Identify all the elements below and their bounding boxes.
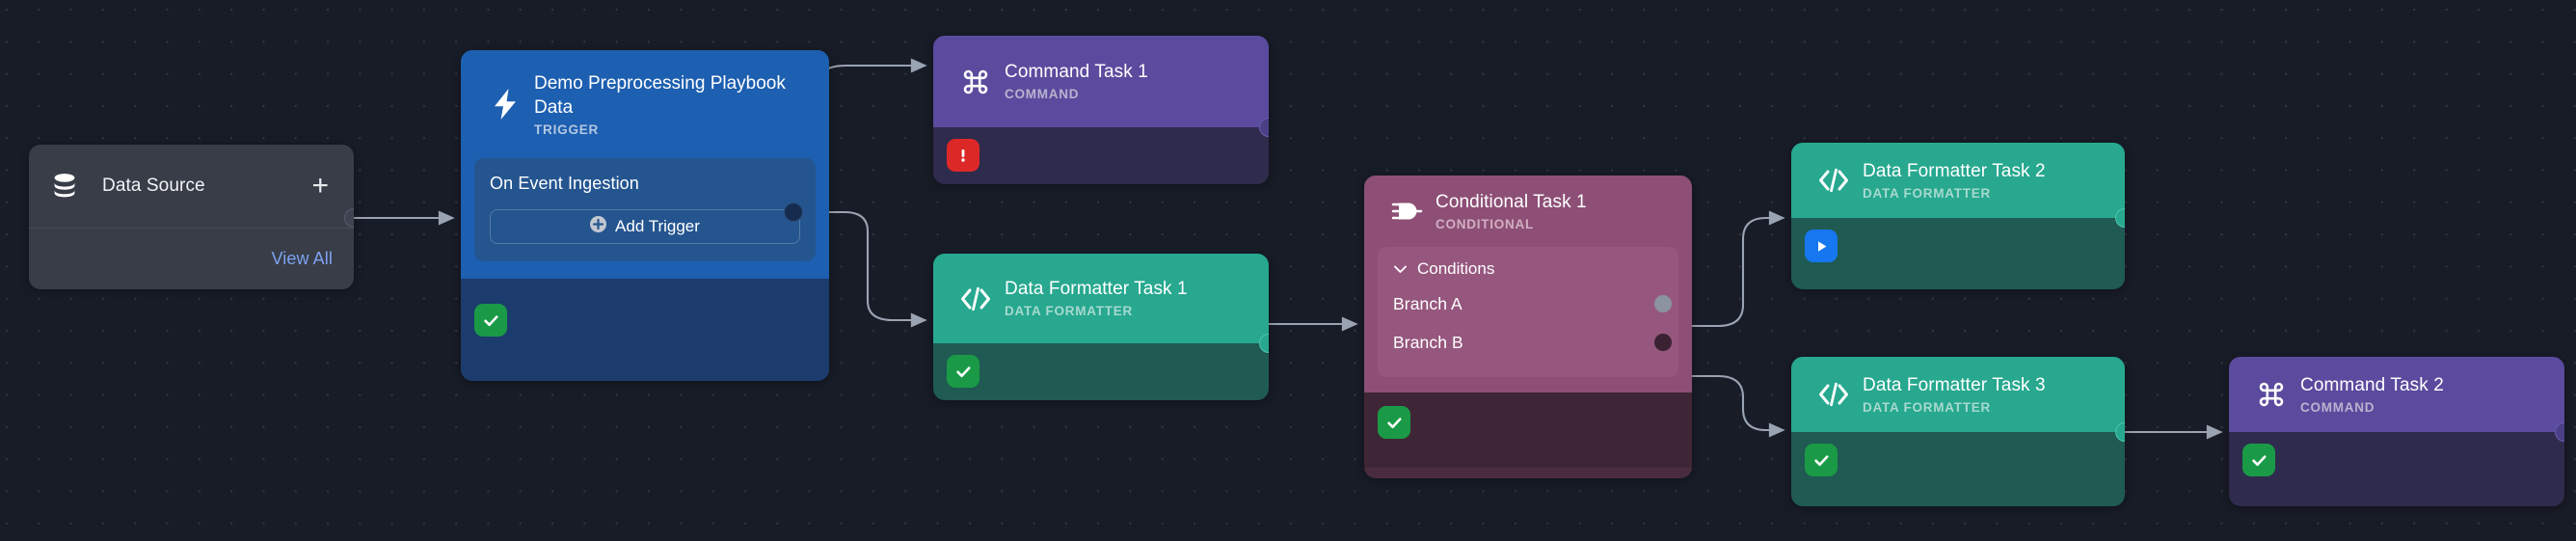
command-task-1-subtitle: COMMAND bbox=[1005, 87, 1080, 101]
data-formatter-task-3-node[interactable]: Data Formatter Task 3 DATA FORMATTER bbox=[1791, 357, 2125, 506]
trigger-status-bar bbox=[461, 279, 829, 361]
data-source-header: Data Source + bbox=[29, 145, 354, 228]
command-task-2-subtitle: COMMAND bbox=[2300, 399, 2375, 415]
conditional-conditions-section: Conditions Branch A Branch B bbox=[1364, 247, 1692, 392]
data-formatter-task-2-title: Data Formatter Task 2 bbox=[1863, 160, 2046, 181]
command-task-2-header: Command Task 2 COMMAND bbox=[2229, 357, 2564, 432]
conditional-task-1-status-bar bbox=[1364, 392, 1692, 468]
data-formatter-task-1-header: Data Formatter Task 1 DATA FORMATTER bbox=[933, 254, 1269, 343]
chevron-down-icon bbox=[1393, 259, 1408, 279]
command-task-1-node[interactable]: Command Task 1 COMMAND bbox=[933, 36, 1269, 184]
status-badge-success bbox=[947, 355, 979, 388]
lightning-bolt-icon bbox=[484, 88, 526, 121]
branch-b-label: Branch B bbox=[1393, 332, 1463, 352]
data-source-footer: View All bbox=[29, 229, 354, 289]
data-formatter-task-3-subtitle: DATA FORMATTER bbox=[1863, 399, 1991, 415]
edge-branchb-to-formatter3 bbox=[1682, 374, 1785, 438]
conditions-label: Conditions bbox=[1417, 259, 1495, 278]
branch-b-output-port[interactable] bbox=[1654, 334, 1672, 351]
trigger-config-section: On Event Ingestion Add Trigger bbox=[461, 158, 829, 279]
data-formatter-task-1-node[interactable]: Data Formatter Task 1 DATA FORMATTER bbox=[933, 254, 1269, 400]
conditional-task-1-subtitle: CONDITIONAL bbox=[1436, 216, 1534, 231]
plus-circle-icon bbox=[590, 216, 607, 237]
command-task-2-status-bar bbox=[2229, 432, 2564, 506]
trigger-title: Demo Preprocessing Playbook Data bbox=[534, 73, 786, 118]
command-task-2-node[interactable]: Command Task 2 COMMAND bbox=[2229, 357, 2564, 506]
status-badge-success bbox=[1805, 444, 1838, 476]
database-icon bbox=[52, 173, 77, 200]
trigger-header: Demo Preprocessing Playbook Data TRIGGER bbox=[461, 50, 829, 158]
data-formatter-task-3-title: Data Formatter Task 3 bbox=[1863, 374, 2046, 395]
data-formatter-task-2-header: Data Formatter Task 2 DATA FORMATTER bbox=[1791, 143, 2125, 218]
trigger-node[interactable]: Demo Preprocessing Playbook Data TRIGGER… bbox=[461, 50, 829, 381]
data-source-node[interactable]: Data Source + View All bbox=[29, 145, 354, 289]
conditional-task-1-header: Conditional Task 1 CONDITIONAL bbox=[1364, 176, 1692, 247]
command-icon bbox=[954, 68, 997, 96]
data-formatter-task-1-subtitle: DATA FORMATTER bbox=[1005, 304, 1133, 318]
command-icon bbox=[2250, 380, 2293, 409]
trigger-event-panel[interactable]: On Event Ingestion Add Trigger bbox=[474, 158, 816, 261]
data-formatter-task-3-header: Data Formatter Task 3 DATA FORMATTER bbox=[1791, 357, 2125, 432]
data-source-divider bbox=[29, 228, 354, 229]
command-task-1-status-bar bbox=[933, 127, 1269, 184]
data-formatter-task-2-node[interactable]: Data Formatter Task 2 DATA FORMATTER bbox=[1791, 143, 2125, 289]
data-formatter-task-2-subtitle: DATA FORMATTER bbox=[1863, 185, 1991, 201]
trigger-subtitle: TRIGGER bbox=[534, 122, 600, 137]
trigger-event-label: On Event Ingestion bbox=[490, 174, 639, 193]
command-task-1-header: Command Task 1 COMMAND bbox=[933, 36, 1269, 127]
conditional-task-1-title: Conditional Task 1 bbox=[1436, 191, 1587, 212]
code-brackets-icon bbox=[954, 285, 997, 312]
status-badge-running bbox=[1805, 230, 1838, 262]
add-trigger-label: Add Trigger bbox=[615, 217, 700, 235]
status-badge-success bbox=[474, 304, 507, 337]
command-task-1-title: Command Task 1 bbox=[1005, 62, 1148, 82]
branch-a-label: Branch A bbox=[1393, 293, 1462, 313]
code-brackets-icon bbox=[1812, 381, 1855, 408]
data-formatter-task-3-status-bar bbox=[1791, 432, 2125, 506]
status-badge-success bbox=[2242, 444, 2275, 476]
status-badge-success bbox=[1378, 406, 1410, 439]
data-formatter-task-2-status-bar bbox=[1791, 218, 2125, 289]
data-formatter-task-1-status-bar bbox=[933, 343, 1269, 400]
conditions-toggle[interactable]: Conditions bbox=[1378, 259, 1678, 284]
edge-brancha-to-formatter2 bbox=[1682, 210, 1785, 328]
conditional-task-1-node[interactable]: Conditional Task 1 CONDITIONAL Condition… bbox=[1364, 176, 1692, 478]
add-data-source-button[interactable]: + bbox=[311, 170, 329, 202]
status-badge-error bbox=[947, 139, 979, 172]
code-brackets-icon bbox=[1812, 167, 1855, 194]
add-trigger-button[interactable]: Add Trigger bbox=[490, 209, 800, 244]
conditional-branch-icon bbox=[1385, 199, 1428, 224]
command-task-2-title: Command Task 2 bbox=[2300, 374, 2444, 395]
branch-b-row[interactable]: Branch B bbox=[1378, 323, 1678, 362]
conditions-panel: Conditions Branch A Branch B bbox=[1378, 247, 1678, 377]
data-source-title: Data Source bbox=[102, 176, 205, 196]
view-all-link[interactable]: View All bbox=[271, 249, 333, 268]
trigger-output-port[interactable] bbox=[784, 203, 803, 222]
data-formatter-task-1-title: Data Formatter Task 1 bbox=[1005, 279, 1188, 299]
branch-a-output-port[interactable] bbox=[1654, 295, 1672, 312]
branch-a-row[interactable]: Branch A bbox=[1378, 284, 1678, 323]
